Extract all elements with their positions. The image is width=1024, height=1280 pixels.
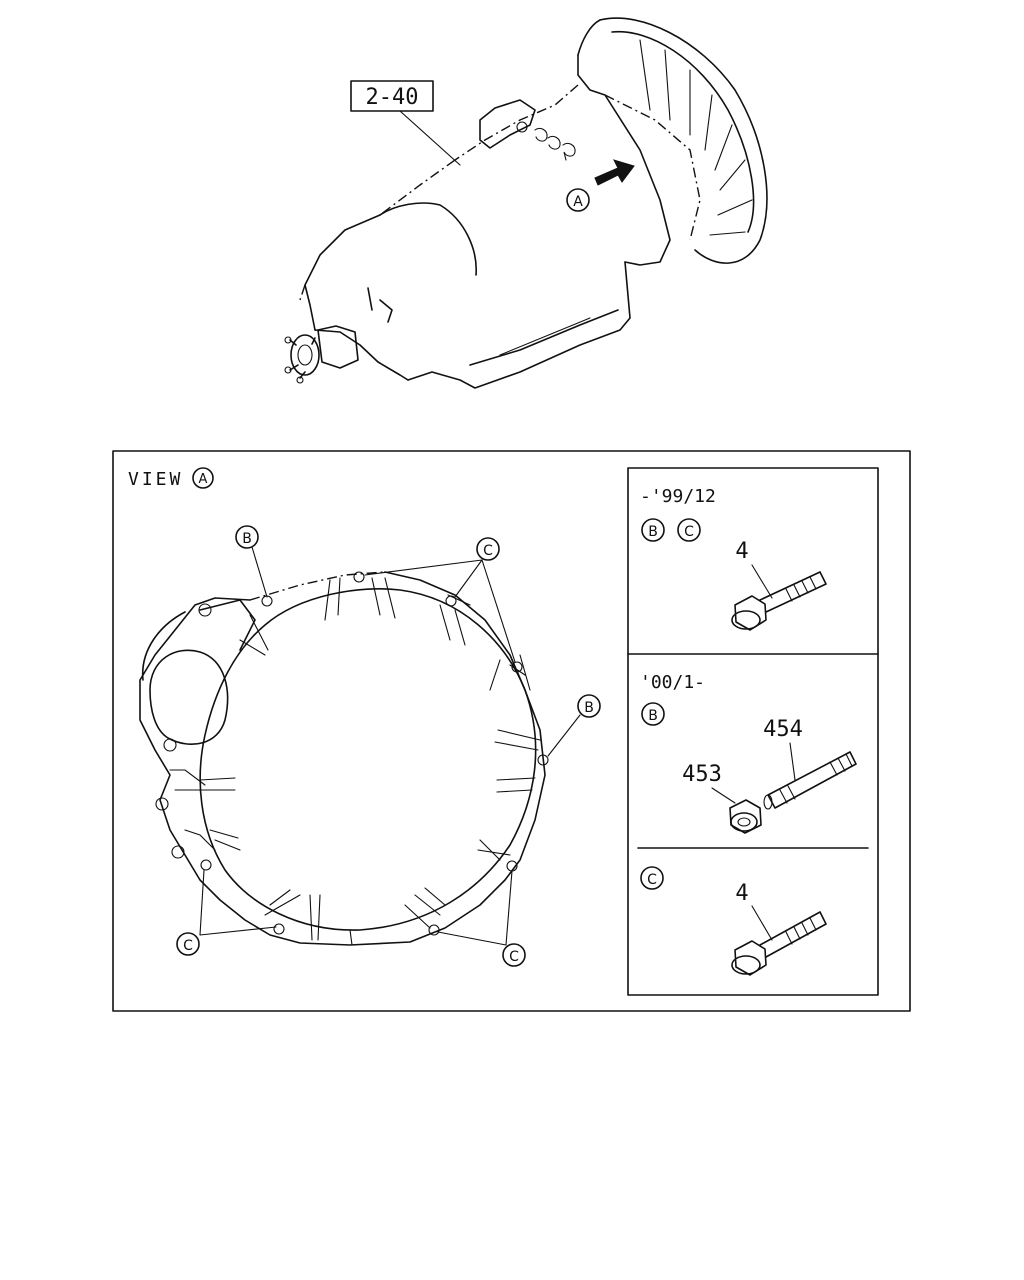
callout-b-top: B <box>242 531 252 547</box>
callout-b-right: B <box>584 700 594 716</box>
callout-c-right: C <box>509 949 519 965</box>
bolt-icon <box>731 911 827 976</box>
callout-c-left: C <box>183 938 193 954</box>
panel-c-location: C 4 <box>640 866 827 976</box>
view-arrow-icon <box>594 159 635 186</box>
view-a-marker: A <box>573 194 583 210</box>
ref-box-label: 2-40 <box>366 85 419 110</box>
nut-icon <box>729 799 762 834</box>
panel-early-model: -'99/12 B C 4 <box>640 486 827 631</box>
view-frame <box>112 450 911 1012</box>
panel-middle-period: '00/1- <box>640 672 705 693</box>
view-title-marker: A <box>199 472 208 487</box>
bolt-icon <box>731 571 827 631</box>
bell-housing-view: B C B C C <box>139 525 601 967</box>
panel-middle-part-nut: 453 <box>682 762 722 787</box>
callout-c-top: C <box>483 543 493 559</box>
panel-bottom-part-number: 4 <box>735 881 748 906</box>
parts-panel <box>627 467 879 996</box>
panel-middle-part-stud: 454 <box>763 717 803 742</box>
panel-top-tag-c: C <box>684 524 694 540</box>
panel-top-tag-b: B <box>648 524 658 540</box>
transmission-illustration: 2-40 A <box>284 17 768 389</box>
panel-bottom-tag-c: C <box>647 872 657 888</box>
view-title: VIEW <box>128 469 183 490</box>
panel-top-part-number: 4 <box>735 539 748 564</box>
panel-top-period: -'99/12 <box>640 486 716 507</box>
panel-late-model: '00/1- B 454 453 <box>640 672 857 834</box>
stud-icon <box>763 751 857 810</box>
panel-middle-tag-b: B <box>648 708 658 724</box>
